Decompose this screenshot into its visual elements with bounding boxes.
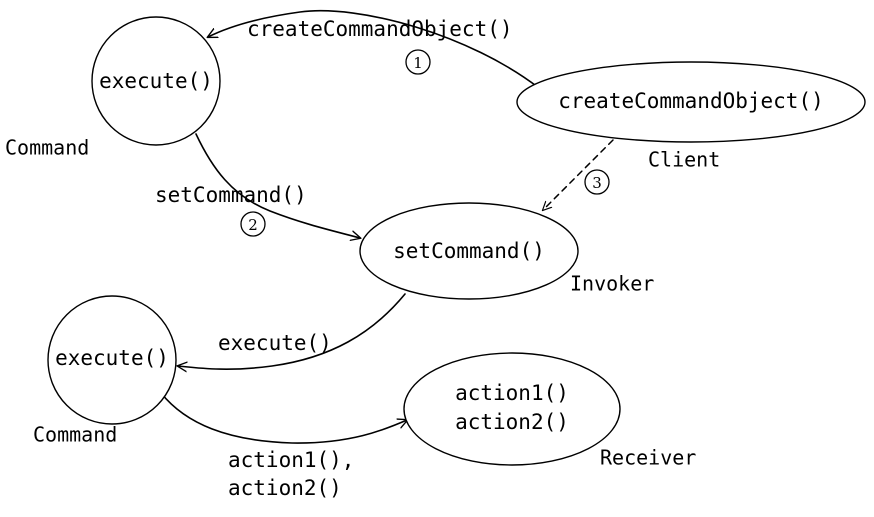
sequence-marker-2-label: 2 xyxy=(248,216,258,234)
edge-create-command-object-label: createCommandObject() xyxy=(247,17,513,41)
invoker-operation: setCommand() xyxy=(393,239,545,263)
invoker-ellipse[interactable] xyxy=(359,202,579,300)
command-top-operation: execute() xyxy=(99,69,213,93)
edge-actions-label-line-2: action2() xyxy=(228,476,342,500)
node-client[interactable]: createCommandObject() Client xyxy=(516,61,866,172)
edges-layer: createCommandObject() 1 setCommand() 2 3… xyxy=(155,9,614,500)
edge-execute-path xyxy=(178,293,406,369)
command-top-role-label: Command xyxy=(5,136,89,160)
invoker-role-label: Invoker xyxy=(570,272,654,296)
edge-actions-label-line-1: action1(), xyxy=(228,448,354,472)
client-role-label: Client xyxy=(648,148,720,172)
command-bottom-circle[interactable] xyxy=(47,295,177,425)
node-command-top[interactable]: execute() Command xyxy=(5,16,221,160)
edge-client-to-invoker: 3 xyxy=(543,139,614,210)
node-receiver[interactable]: action1() action2() Receiver xyxy=(403,352,696,470)
nodes-layer: execute() Command createCommandObject() … xyxy=(5,16,866,470)
edge-set-command: setCommand() 2 xyxy=(155,133,360,238)
edge-create-command-object-path xyxy=(208,9,540,89)
command-bottom-role-label: Command xyxy=(33,423,117,447)
receiver-operation-1: action1() xyxy=(455,381,569,405)
node-command-bottom[interactable]: execute() Command xyxy=(33,295,177,447)
node-invoker[interactable]: setCommand() Invoker xyxy=(359,202,654,300)
sequence-marker-1-circle xyxy=(405,49,431,75)
command-top-circle[interactable] xyxy=(91,16,221,146)
receiver-operation-2: action2() xyxy=(455,410,569,434)
edge-set-command-label: setCommand() xyxy=(155,183,307,207)
client-operation: createCommandObject() xyxy=(558,89,824,113)
edge-create-command-object: createCommandObject() 1 xyxy=(208,9,540,89)
client-ellipse[interactable] xyxy=(516,61,866,143)
sequence-marker-1-label: 1 xyxy=(413,54,423,72)
edge-actions: action1(), action2() xyxy=(160,392,407,500)
edge-execute-label: execute() xyxy=(218,331,332,355)
receiver-role-label: Receiver xyxy=(600,446,696,470)
sequence-marker-3-label: 3 xyxy=(592,174,602,192)
edge-set-command-path xyxy=(195,133,360,238)
command-bottom-operation: execute() xyxy=(55,346,169,370)
edge-execute: execute() xyxy=(178,293,406,369)
sequence-marker-3-circle xyxy=(584,169,610,195)
edge-actions-path xyxy=(160,392,407,444)
sequence-marker-2-circle xyxy=(240,211,266,237)
receiver-ellipse[interactable] xyxy=(403,352,621,466)
edge-client-to-invoker-path xyxy=(543,139,614,210)
